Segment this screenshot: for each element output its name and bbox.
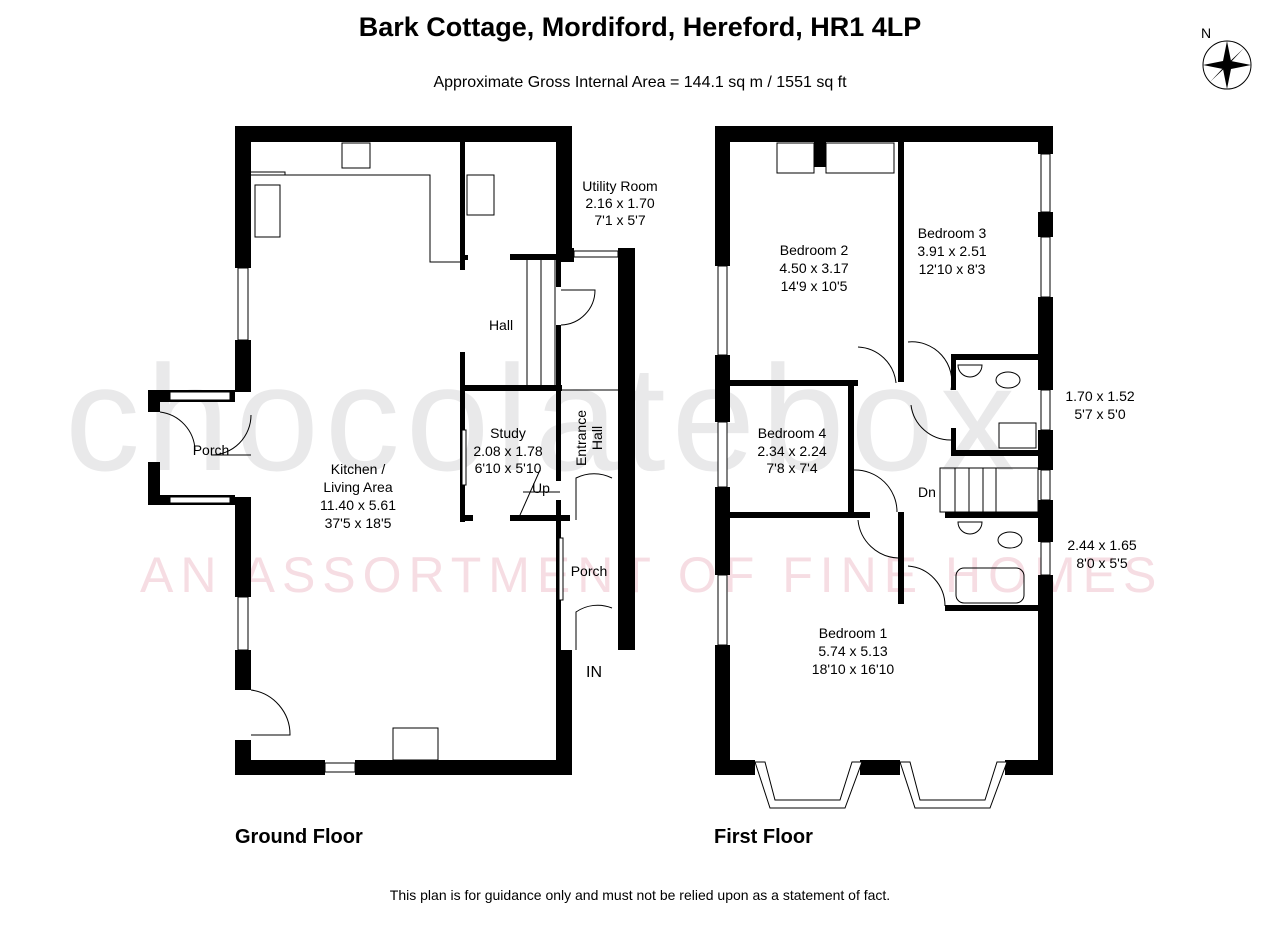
- svg-text:37'5 x 18'5: 37'5 x 18'5: [325, 515, 392, 531]
- svg-text:6'10 x 5'10: 6'10 x 5'10: [475, 460, 542, 476]
- room-bedroom-2: Bedroom 2 4.50 x 3.17 14'9 x 10'5: [779, 242, 848, 294]
- svg-text:5'7 x 5'0: 5'7 x 5'0: [1074, 406, 1125, 422]
- room-entrance-hall: Entrance Hall: [573, 410, 605, 466]
- first-floor-plan: [715, 126, 1053, 809]
- stairs-up-marker: Up: [532, 480, 550, 496]
- svg-text:3.91 x 2.51: 3.91 x 2.51: [917, 243, 986, 259]
- room-porch-front: Porch: [571, 563, 608, 579]
- svg-text:Living Area: Living Area: [323, 479, 392, 495]
- svg-text:2.16 x 1.70: 2.16 x 1.70: [585, 195, 654, 211]
- room-hall: Hall: [489, 317, 513, 333]
- property-title: Bark Cottage, Mordiford, Hereford, HR1 4…: [358, 12, 922, 42]
- stairs-down-marker: Dn: [918, 484, 936, 500]
- svg-text:1.70 x 1.52: 1.70 x 1.52: [1065, 388, 1134, 404]
- entrance-marker: IN: [586, 664, 602, 681]
- svg-text:Hall: Hall: [589, 426, 605, 450]
- svg-text:Study: Study: [490, 425, 526, 441]
- svg-text:5.74 x 5.13: 5.74 x 5.13: [818, 643, 887, 659]
- first-floor-label: First Floor: [714, 826, 813, 848]
- svg-text:14'9 x 10'5: 14'9 x 10'5: [781, 278, 848, 294]
- watermark-brand: chocolatebox: [65, 334, 1021, 502]
- room-bedroom-4: Bedroom 4 2.34 x 2.24 7'8 x 7'4: [757, 425, 826, 476]
- room-kitchen-living: Kitchen / Living Area 11.40 x 5.61 37'5 …: [320, 461, 396, 531]
- room-study: Study 2.08 x 1.78 6'10 x 5'10: [473, 425, 542, 476]
- room-bathroom: 2.44 x 1.65 8'0 x 5'5: [1067, 537, 1136, 571]
- svg-text:Bedroom 1: Bedroom 1: [819, 625, 888, 641]
- svg-text:11.40 x 5.61: 11.40 x 5.61: [320, 497, 396, 513]
- svg-text:7'1 x 5'7: 7'1 x 5'7: [594, 212, 645, 228]
- svg-text:2.44 x 1.65: 2.44 x 1.65: [1067, 537, 1136, 553]
- room-porch-side: Porch: [193, 442, 230, 458]
- ground-floor-plan: [148, 126, 635, 775]
- svg-text:7'8 x 7'4: 7'8 x 7'4: [766, 460, 817, 476]
- svg-text:Entrance: Entrance: [573, 410, 589, 466]
- svg-text:2.08 x 1.78: 2.08 x 1.78: [473, 443, 542, 459]
- svg-text:Bedroom 4: Bedroom 4: [758, 425, 827, 441]
- compass-rose-icon: N: [1201, 25, 1252, 90]
- svg-text:12'10 x 8'3: 12'10 x 8'3: [919, 261, 986, 277]
- svg-text:4.50 x 3.17: 4.50 x 3.17: [779, 260, 848, 276]
- watermark-tagline: AN ASSORTMENT OF FINE HOMES: [140, 547, 1163, 603]
- ground-floor-label: Ground Floor: [235, 826, 363, 848]
- room-bedroom-1: Bedroom 1 5.74 x 5.13 18'10 x 16'10: [812, 625, 895, 677]
- svg-text:Utility Room: Utility Room: [582, 178, 657, 194]
- svg-text:2.34 x 2.24: 2.34 x 2.24: [757, 443, 826, 459]
- room-utility: Utility Room 2.16 x 1.70 7'1 x 5'7: [582, 178, 657, 228]
- svg-text:Bedroom 3: Bedroom 3: [918, 225, 987, 241]
- disclaimer: This plan is for guidance only and must …: [389, 887, 891, 903]
- svg-text:18'10 x 16'10: 18'10 x 16'10: [812, 661, 895, 677]
- svg-text:Kitchen /: Kitchen /: [331, 461, 386, 477]
- svg-text:Bedroom 2: Bedroom 2: [780, 242, 849, 258]
- compass-north: N: [1201, 25, 1211, 41]
- svg-text:8'0 x 5'5: 8'0 x 5'5: [1076, 555, 1127, 571]
- room-shower: 1.70 x 1.52 5'7 x 5'0: [1065, 388, 1134, 422]
- room-bedroom-3: Bedroom 3 3.91 x 2.51 12'10 x 8'3: [917, 225, 986, 277]
- gross-area: Approximate Gross Internal Area = 144.1 …: [433, 74, 847, 91]
